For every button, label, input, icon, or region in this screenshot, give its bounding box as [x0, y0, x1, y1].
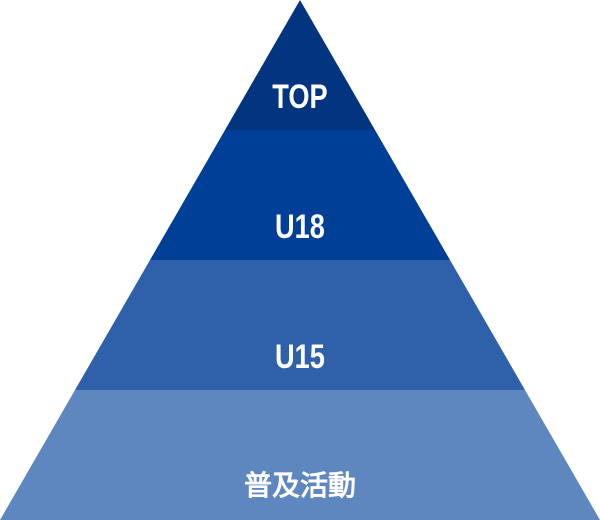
pyramid-level-u18 [150, 130, 450, 260]
level-label-top: TOP [272, 77, 327, 116]
level-label-u18: U18 [275, 207, 325, 246]
level-label-grassroots: 普及活動 [244, 469, 356, 502]
pyramid-level-top [225, 0, 375, 130]
pyramid-level-grassroots [0, 390, 600, 520]
pyramid-level-u15 [75, 260, 525, 390]
level-label-u15: U15 [275, 337, 325, 376]
